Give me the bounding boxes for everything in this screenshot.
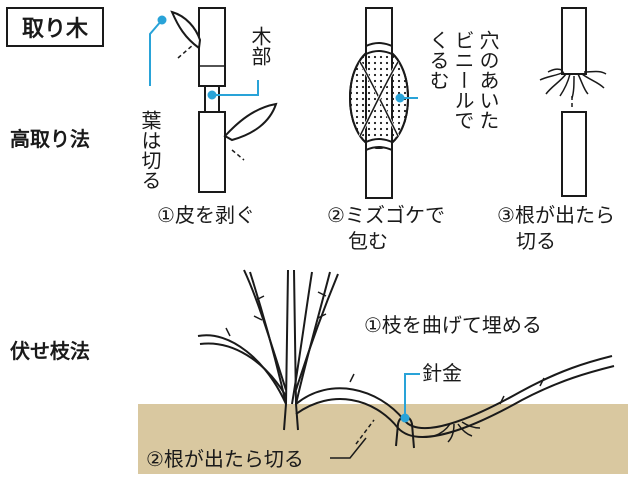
label-step3-line1: ③根が出たら <box>497 203 615 227</box>
label-ne-kiru: ②根が出たら切る <box>146 447 304 471</box>
label-step3-line2: 切る <box>516 229 556 253</box>
label-vinyl-col1: 穴のあいた <box>476 30 500 130</box>
label-step2-line1: ②ミズゴケで <box>327 203 445 227</box>
stem-figure-peel <box>170 7 278 193</box>
shrub-figure <box>197 269 615 443</box>
stem-figure-wrap <box>349 7 409 199</box>
label-harigane: 針金 <box>422 361 462 385</box>
label-vinyl-col3: くるむ <box>426 30 450 90</box>
label-mokubu: 木部 <box>248 26 272 66</box>
leader-line-cut <box>330 437 367 459</box>
cut-mark-line <box>355 419 375 445</box>
soil-area <box>138 404 628 474</box>
section-fuseeda-label: 伏せ枝法 <box>10 339 90 363</box>
leader-line-wire <box>400 373 420 423</box>
label-eda-mage: ①枝を曲げて埋める <box>364 313 542 337</box>
label-step1: ①皮を剥ぐ <box>157 203 255 227</box>
title-text: 取り木 <box>22 17 89 42</box>
stem-figure-roots <box>539 7 607 197</box>
leader-lines-fig1 <box>149 15 259 100</box>
section-takatori-label: 高取り法 <box>10 127 90 151</box>
leader-line-fig2 <box>395 93 418 103</box>
label-step2-line2: 包む <box>348 229 388 253</box>
title-box: 取り木 <box>6 7 104 47</box>
label-ha-wa-kiru: 葉は切る <box>138 110 162 190</box>
label-vinyl-col2: ビニールで <box>451 30 475 130</box>
